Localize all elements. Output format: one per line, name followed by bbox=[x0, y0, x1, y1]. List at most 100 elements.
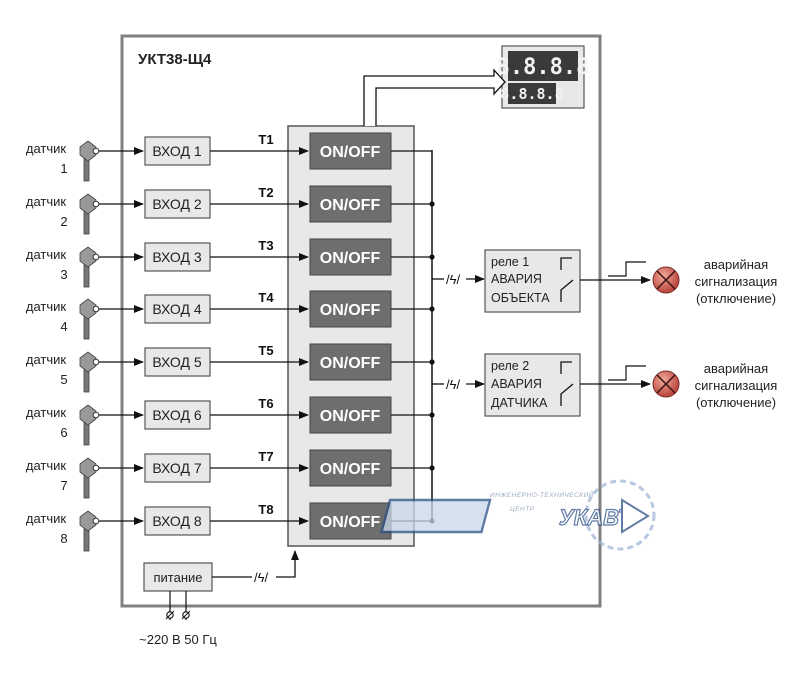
step-signal-icon bbox=[608, 261, 646, 277]
onoff-label: ON/OFF bbox=[320, 144, 381, 161]
onoff-label: ON/OFF bbox=[320, 514, 381, 531]
onoff-block bbox=[309, 185, 392, 223]
power-supply-label: ~220 В 50 Гц bbox=[139, 632, 217, 647]
channel-label: T3 bbox=[258, 238, 273, 253]
bus-to-relay-2: /ϟ/ bbox=[432, 377, 485, 392]
alarm-line-2 bbox=[580, 365, 651, 388]
channel-label: T8 bbox=[258, 502, 273, 517]
relay-2: реле 2 АВАРИЯ ДАТЧИКА bbox=[484, 353, 581, 417]
sensor-probe-icon bbox=[79, 298, 100, 340]
link-symbol-icon: /ϟ/ bbox=[446, 272, 460, 287]
power-terminals bbox=[165, 591, 191, 620]
sensor-number: 1 bbox=[60, 161, 67, 176]
alarm-line-1 bbox=[580, 261, 651, 284]
onoff-label: ON/OFF bbox=[320, 408, 381, 425]
sensor-probe-icon bbox=[79, 457, 100, 499]
onoff-block bbox=[309, 502, 392, 540]
onoff-block bbox=[309, 343, 392, 381]
input-box bbox=[144, 294, 211, 324]
sensor-label: датчик bbox=[26, 405, 67, 420]
watermark-line1: ИНЖЕНЕРНО-ТЕХНИЧЕСКИЙ bbox=[490, 490, 594, 499]
channel-label: T2 bbox=[258, 185, 273, 200]
watermark-line2: ЦЕНТР bbox=[510, 506, 535, 513]
device-title: УКТ38-Щ4 bbox=[138, 51, 212, 68]
input-box bbox=[144, 136, 211, 166]
sensor-probe-icon bbox=[79, 510, 100, 552]
input-box bbox=[144, 242, 211, 272]
relay-1: реле 1 АВАРИЯ ОБЪЕКТА bbox=[484, 249, 581, 313]
onoff-label: ON/OFF bbox=[320, 250, 381, 267]
sensor-number: 2 bbox=[60, 214, 67, 229]
onoff-label: ON/OFF bbox=[320, 197, 381, 214]
input-label: ВХОД 6 bbox=[152, 407, 202, 423]
sensor-label: датчик bbox=[26, 141, 67, 156]
sensor-label: датчик bbox=[26, 458, 67, 473]
onoff-label: ON/OFF bbox=[320, 302, 381, 319]
input-box bbox=[144, 189, 211, 219]
sensor-probe-icon bbox=[79, 193, 100, 235]
relay-1-line3: ОБЪЕКТА bbox=[491, 291, 550, 305]
channel-label: T4 bbox=[258, 290, 274, 305]
power-link: /ϟ/ bbox=[212, 550, 299, 585]
sensor-probe-icon bbox=[79, 246, 100, 288]
watermark-logo: УКАВТ bbox=[559, 505, 633, 530]
relay-1-title: реле 1 bbox=[491, 255, 529, 269]
onoff-block bbox=[309, 449, 392, 487]
sensor-number: 5 bbox=[60, 372, 67, 387]
sensor-label: датчик bbox=[26, 299, 67, 314]
power-label: питание bbox=[153, 570, 202, 585]
link-symbol-icon: /ϟ/ bbox=[446, 377, 460, 392]
onoff-label: ON/OFF bbox=[320, 355, 381, 372]
channel-label: T5 bbox=[258, 343, 273, 358]
sensor-number: 3 bbox=[60, 267, 67, 282]
input-label: ВХОД 8 bbox=[152, 513, 202, 529]
alarm-2-line1: аварийная bbox=[704, 361, 768, 376]
sensor-number: 4 bbox=[60, 319, 67, 334]
relay-1-line2: АВАРИЯ bbox=[491, 272, 542, 286]
alarm-2-line2: сигнализация bbox=[695, 378, 778, 393]
sensor-label: датчик bbox=[26, 194, 67, 209]
link-symbol-icon: /ϟ/ bbox=[254, 570, 268, 585]
alarm-1-line1: аварийная bbox=[704, 257, 768, 272]
sensor-probe-icon bbox=[79, 140, 100, 182]
relay-contact-icon bbox=[560, 257, 574, 302]
relay-contact-icon bbox=[560, 361, 574, 406]
relay-2-line2: АВАРИЯ bbox=[491, 377, 542, 391]
display-bottom-value: 8.8.8.8 bbox=[500, 85, 563, 103]
input-label: ВХОД 5 bbox=[152, 354, 202, 370]
channel-label: T7 bbox=[258, 449, 273, 464]
input-label: ВХОД 4 bbox=[152, 301, 202, 317]
watermark: ИНЖЕНЕРНО-ТЕХНИЧЕСКИЙ ЦЕНТР УКАВТ bbox=[379, 479, 656, 551]
sensor-label: датчик bbox=[26, 247, 67, 262]
alarm-2-line3: (отключение) bbox=[696, 395, 776, 410]
relay-2-line3: ДАТЧИКА bbox=[491, 396, 548, 410]
sensor-label: датчик bbox=[26, 352, 67, 367]
sensor-probe-icon bbox=[79, 351, 100, 393]
channel-label: T1 bbox=[258, 132, 273, 147]
sensor-probe-icon bbox=[79, 404, 100, 446]
step-signal-icon bbox=[608, 365, 646, 381]
alarm-1-line3: (отключение) bbox=[696, 291, 776, 306]
sensor-label: датчик bbox=[26, 511, 67, 526]
sensor-number: 7 bbox=[60, 478, 67, 493]
led-display: 8.8.8.8 8.8.8.8 bbox=[497, 45, 590, 109]
display-link-arrow bbox=[363, 68, 506, 126]
watermark-gear-icon bbox=[584, 479, 656, 551]
relay-2-title: реле 2 bbox=[491, 359, 529, 373]
sensor-number: 8 bbox=[60, 531, 67, 546]
display-top-value: 8.8.8.8 bbox=[497, 55, 590, 80]
alarm-lamp-2-icon bbox=[652, 370, 680, 398]
power-block: питание bbox=[143, 562, 213, 592]
alarm-1-line2: сигнализация bbox=[695, 274, 778, 289]
input-label: ВХОД 1 bbox=[152, 143, 202, 159]
input-box bbox=[144, 400, 211, 430]
input-box bbox=[144, 506, 211, 536]
